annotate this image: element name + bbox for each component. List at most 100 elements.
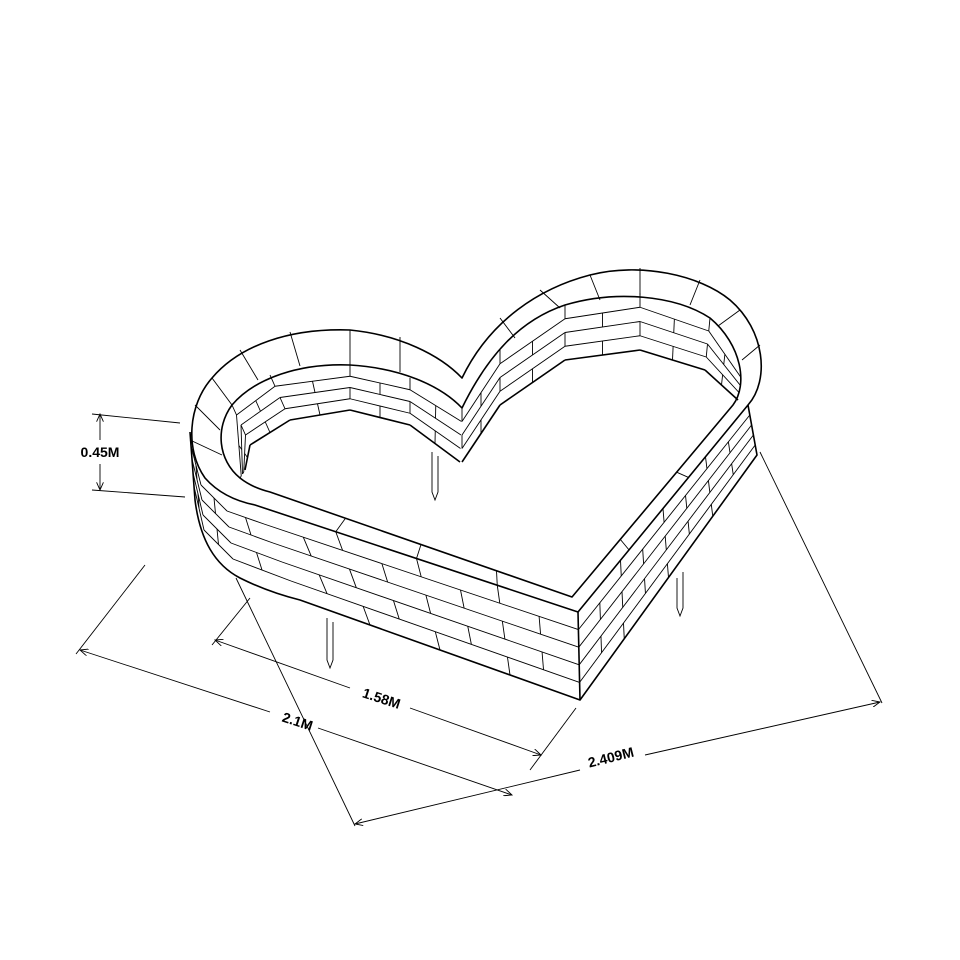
dimension-height: 0.45M — [81, 414, 186, 498]
brick-joint — [600, 636, 602, 653]
rim-joint — [211, 377, 233, 406]
inner-brick-joint — [723, 354, 726, 365]
inner-wall-base — [461, 404, 501, 463]
brick-joint — [216, 528, 219, 545]
brick-joint — [599, 602, 601, 620]
ground-stakes — [326, 452, 684, 670]
brick-joint — [213, 497, 216, 514]
brick-joint — [318, 574, 328, 594]
inner-brick-joint — [240, 424, 246, 436]
rim-joint — [194, 404, 221, 431]
inner-brick-joint — [238, 445, 243, 450]
rim-joint — [335, 517, 346, 533]
brick-joint — [416, 558, 422, 577]
brick-joint — [707, 480, 711, 493]
stake — [326, 618, 334, 670]
front-corner-edge — [577, 611, 581, 701]
inner-wall-surface — [231, 293, 742, 479]
inner-brick-joint — [255, 400, 261, 412]
inner-brick-joint — [312, 381, 316, 393]
inner-brick-joint — [242, 471, 245, 475]
brick-joint — [727, 441, 731, 453]
inner-wall-base — [704, 369, 739, 401]
rim-joint — [619, 539, 630, 551]
inner-brick-joint — [269, 374, 276, 387]
brick-joint — [460, 589, 465, 609]
rim-joint — [589, 274, 601, 301]
brick-joint — [425, 594, 432, 614]
brick-joint — [195, 465, 198, 480]
dimension-depth: 2.1M — [75, 564, 512, 795]
rim-joint — [289, 331, 301, 367]
brick-joint — [381, 563, 389, 583]
dimension-inner-width: 1.58M — [211, 597, 577, 771]
brick-joint — [256, 552, 263, 571]
rim-joint — [676, 471, 689, 478]
brick-courses — [190, 414, 756, 683]
inner-brick-joint — [705, 343, 708, 358]
inner-brick-joint — [673, 319, 675, 333]
inner-wall-base — [249, 419, 291, 446]
brick-joint — [496, 585, 501, 604]
inner-brick-joint — [721, 374, 724, 386]
brick-joint — [621, 591, 624, 608]
brick-joint — [620, 560, 622, 576]
brick-joint — [245, 517, 252, 536]
inner-wall-base — [639, 349, 706, 371]
brick-course-line — [578, 424, 752, 648]
inner-brick-joint — [279, 397, 286, 409]
brick-joint — [664, 536, 667, 550]
inner-brick-joint — [672, 346, 674, 361]
top-rim-inner — [220, 295, 742, 598]
brick-joint — [302, 537, 312, 557]
rim-joint — [717, 309, 741, 327]
inner-wall-base — [289, 409, 351, 421]
brick-joint — [623, 623, 625, 639]
brick-joint — [501, 621, 506, 640]
brick-joint — [538, 616, 542, 635]
inner-wall-base — [244, 444, 251, 471]
brick-joint — [507, 656, 511, 676]
rim-joint — [539, 289, 561, 309]
brick-joint — [705, 456, 708, 469]
stake — [676, 572, 684, 618]
rim-joint — [189, 439, 223, 456]
brick-joint — [662, 508, 665, 523]
brick-joint — [393, 600, 400, 620]
top-rim-outer — [190, 269, 763, 613]
rim-joint — [416, 544, 422, 559]
wall-bottom-edge — [189, 404, 758, 701]
rim-joint — [499, 317, 516, 339]
depth-label: 2.1M — [280, 709, 315, 734]
inner-brick-joint — [231, 404, 237, 416]
brick-joint — [685, 495, 688, 509]
rim-joint — [496, 570, 498, 586]
brick-joint — [197, 493, 200, 509]
inner-brick-joint — [708, 317, 711, 332]
stake — [431, 452, 439, 502]
brick-joint — [687, 521, 690, 535]
brick-joint — [467, 626, 472, 645]
brick-joint — [335, 531, 344, 551]
overall-width-label: 2.409M — [586, 744, 635, 771]
inner-brick-joint — [317, 403, 321, 416]
brick-joint — [666, 563, 669, 578]
brick-course-line — [578, 434, 754, 666]
brick-joint — [434, 631, 441, 651]
rim-joint — [741, 344, 761, 361]
inner-brick-course — [236, 385, 276, 416]
brick-joint — [541, 651, 544, 670]
inner-wall-base — [349, 409, 411, 426]
inner-wall-base — [564, 349, 641, 361]
brick-joint — [362, 606, 371, 626]
brick-joint — [349, 568, 357, 588]
brick-joint — [731, 463, 734, 475]
inner-wall-base — [409, 424, 461, 463]
rim-joint — [689, 279, 701, 306]
rim-joint — [239, 349, 259, 381]
inner-wall-base — [499, 359, 566, 406]
brick-joint — [644, 578, 646, 594]
rim-joints — [189, 268, 761, 586]
